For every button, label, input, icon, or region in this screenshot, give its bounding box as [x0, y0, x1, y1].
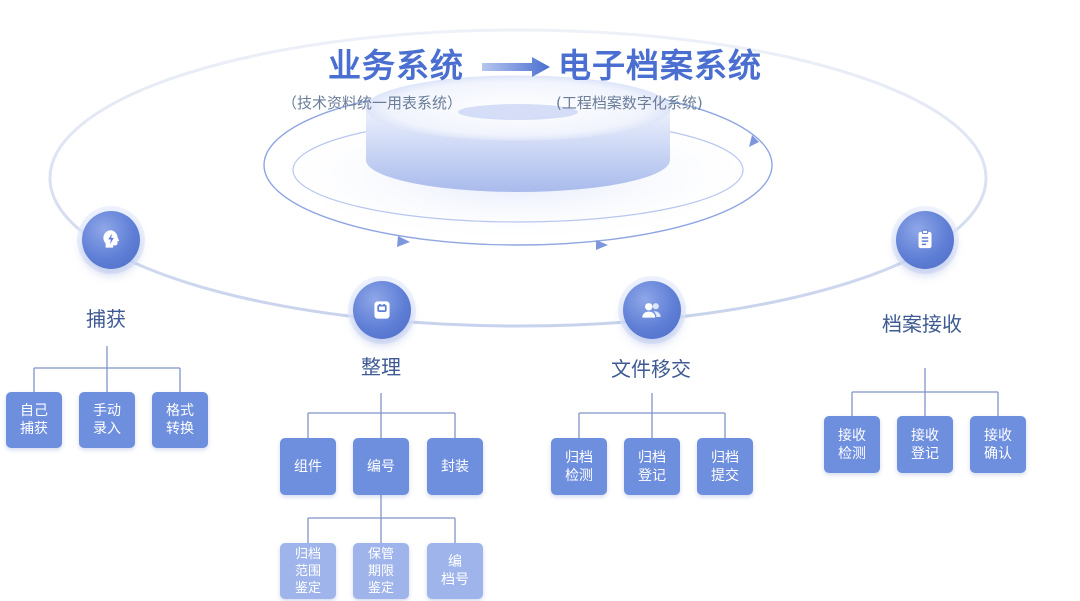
- step-box: 封装: [427, 438, 483, 495]
- arrow-right-icon: [482, 57, 550, 77]
- clipboard-icon: [896, 211, 954, 269]
- step-box: 接收 确认: [970, 416, 1026, 473]
- step-box: 编号: [353, 438, 409, 495]
- stage-label-capture: 捕获: [86, 307, 126, 331]
- stage-label-organize: 整理: [361, 355, 401, 379]
- step-box: 格式 转换: [152, 392, 208, 448]
- business-system-title: 业务系统: [328, 46, 464, 85]
- head-lightning-icon: [82, 211, 140, 269]
- outer-orbit: [48, 28, 988, 328]
- stage-label-transfer: 文件移交: [611, 357, 691, 381]
- step-box: 组件: [280, 438, 336, 495]
- sub-step-box: 编 档号: [427, 543, 483, 599]
- step-box: 接收 检测: [824, 416, 880, 473]
- organize-icon: [353, 281, 411, 339]
- step-box: 归档 提交: [697, 438, 753, 495]
- archive-system-title: 电子档案系统: [558, 46, 762, 85]
- business-system-subtitle: （技术资料统一用表系统）: [282, 94, 463, 112]
- step-box: 自己 捕获: [6, 392, 62, 448]
- archive-system-subtitle: (工程档案数字化系统): [556, 94, 703, 112]
- users-icon: [623, 281, 681, 339]
- sub-step-box: 保管 期限 鉴定: [353, 543, 409, 599]
- step-box: 接收 登记: [897, 416, 953, 473]
- sub-step-box: 归档 范围 鉴定: [280, 543, 336, 599]
- step-box: 归档 检测: [551, 438, 607, 495]
- stage-label-receive: 档案接收: [882, 312, 962, 336]
- step-box: 手动 录入: [79, 392, 135, 448]
- step-box: 归档 登记: [624, 438, 680, 495]
